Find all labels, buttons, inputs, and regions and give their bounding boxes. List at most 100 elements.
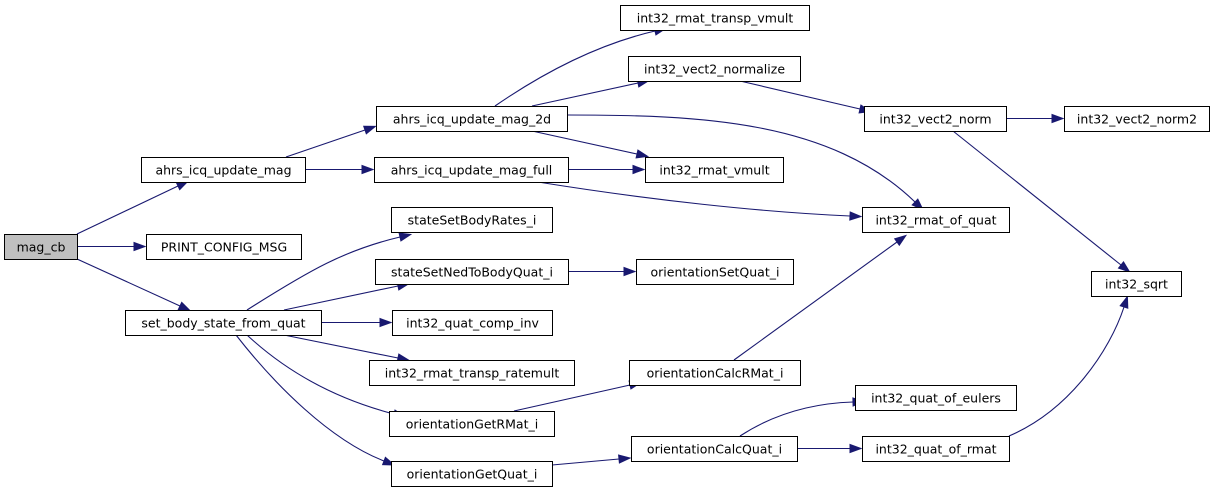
- edge-arrowhead: [1119, 295, 1129, 309]
- node-label: int32_vect2_normalize: [644, 62, 785, 77]
- node-label: int32_rmat_transp_ratemult: [385, 366, 560, 381]
- node-box: [389, 411, 555, 437]
- edge-mag_cb-to-print_config_msg: [77, 241, 147, 252]
- node-label: orientationCalcQuat_i: [647, 442, 782, 457]
- edge-orientationCalcQuat_i-to-int32_quat_of_rmat: [797, 443, 863, 454]
- edge-arrowhead: [1117, 261, 1131, 273]
- node-stateSetNedToBodyQuat_i[interactable]: stateSetNedToBodyQuat_i: [375, 259, 569, 285]
- node-mag_cb[interactable]: mag_cb: [4, 234, 78, 260]
- edge-line: [566, 114, 916, 203]
- edge-stateSetNedToBodyQuat_i-to-orientationSetQuat_i: [568, 266, 637, 277]
- edge-int32_vect2_normalize-to-int32_vect2_norm: [739, 80, 873, 114]
- node-int32_sqrt[interactable]: int32_sqrt: [1091, 271, 1182, 297]
- edge-orientationGetQuat_i-to-orientationCalcQuat_i: [551, 454, 632, 466]
- edge-set_body_state_from_quat-to-int32_quat_comp_inv: [321, 317, 393, 328]
- node-box: [645, 157, 784, 183]
- node-set_body_state_from_quat[interactable]: set_body_state_from_quat: [125, 310, 322, 336]
- edge-line: [531, 82, 639, 107]
- edge-arrowhead: [133, 241, 147, 252]
- node-int32_rmat_vmult[interactable]: int32_rmat_vmult: [645, 157, 784, 183]
- edge-arrowhead: [849, 443, 863, 454]
- node-print_config_msg[interactable]: PRINT_CONFIG_MSG: [146, 234, 302, 260]
- node-int32_vect2_norm2[interactable]: int32_vect2_norm2: [1064, 106, 1210, 132]
- edge-arrowhead: [635, 149, 650, 159]
- node-label: ahrs_icq_update_mag: [155, 163, 291, 178]
- node-box: [369, 360, 575, 386]
- edge-arrowhead: [1051, 113, 1065, 124]
- node-int32_rmat_of_quat[interactable]: int32_rmat_of_quat: [862, 207, 1010, 233]
- edge-ahrs_icq_update_mag_full-to-int32_rmat_vmult: [568, 164, 646, 175]
- node-ahrs_icq_update_mag_full[interactable]: ahrs_icq_update_mag_full: [374, 157, 569, 183]
- edge-arrowhead: [362, 125, 377, 135]
- node-int32_vect2_normalize[interactable]: int32_vect2_normalize: [628, 56, 801, 82]
- edge-arrowhead: [623, 266, 637, 277]
- edges-layer: [76, 26, 1131, 466]
- edge-arrowhead: [893, 234, 908, 247]
- node-int32_quat_comp_inv[interactable]: int32_quat_comp_inv: [392, 310, 553, 336]
- edge-int32_vect2_norm-to-int32_sqrt: [952, 130, 1131, 273]
- node-ahrs_icq_update_mag[interactable]: ahrs_icq_update_mag: [141, 157, 306, 183]
- node-box: [391, 207, 553, 233]
- edge-int32_quat_of_rmat-to-int32_sqrt: [1008, 295, 1129, 437]
- node-box: [375, 259, 569, 285]
- edge-line: [494, 30, 656, 107]
- node-box: [631, 436, 798, 462]
- node-int32_quat_of_eulers[interactable]: int32_quat_of_eulers: [855, 385, 1017, 411]
- node-orientationCalcQuat_i[interactable]: orientationCalcQuat_i: [631, 436, 798, 462]
- node-orientationCalcRMat_i[interactable]: orientationCalcRMat_i: [629, 360, 801, 386]
- edge-arrowhead: [177, 301, 192, 312]
- edge-arrowhead: [618, 454, 632, 464]
- edge-ahrs_icq_update_mag_2d-to-int32_vect2_normalize: [531, 78, 651, 107]
- edge-line: [76, 258, 181, 307]
- edge-orientationCalcQuat_i-to-int32_quat_of_eulers: [739, 397, 866, 437]
- node-int32_vect2_norm[interactable]: int32_vect2_norm: [864, 106, 1007, 132]
- node-label: mag_cb: [17, 240, 66, 255]
- node-label: stateSetNedToBodyQuat_i: [391, 265, 553, 280]
- edge-mag_cb-to-set_body_state_from_quat: [76, 258, 192, 312]
- node-box: [636, 259, 794, 285]
- node-label: int32_vect2_norm: [879, 112, 991, 127]
- node-box: [1064, 106, 1210, 132]
- node-box: [4, 234, 78, 260]
- edge-int32_vect2_norm-to-int32_vect2_norm2: [1006, 113, 1065, 124]
- node-label: int32_rmat_of_quat: [875, 213, 996, 228]
- node-int32_rmat_transp_ratemult[interactable]: int32_rmat_transp_ratemult: [369, 360, 575, 386]
- edge-line: [513, 384, 631, 412]
- node-label: int32_quat_comp_inv: [406, 316, 539, 331]
- node-box: [628, 56, 801, 82]
- node-box: [125, 310, 322, 336]
- edge-set_body_state_from_quat-to-stateSetBodyRates_i: [246, 232, 413, 311]
- edge-set_body_state_from_quat-to-orientationGetQuat_i: [235, 334, 396, 466]
- node-box: [392, 310, 553, 336]
- edge-set_body_state_from_quat-to-int32_rmat_transp_ratemult: [283, 334, 411, 363]
- node-box: [864, 106, 1007, 132]
- node-orientationGetRMat_i[interactable]: orientationGetRMat_i: [389, 411, 555, 437]
- node-box: [146, 234, 302, 260]
- edge-line: [1008, 306, 1125, 437]
- edge-line: [952, 130, 1122, 266]
- edge-line: [285, 129, 366, 158]
- edge-orientationCalcRMat_i-to-int32_rmat_of_quat: [733, 234, 908, 361]
- edge-line: [246, 334, 395, 415]
- node-box: [620, 5, 810, 31]
- edge-line: [537, 181, 851, 217]
- node-int32_quat_of_rmat[interactable]: int32_quat_of_rmat: [862, 436, 1010, 462]
- edge-line: [76, 185, 179, 235]
- node-box: [855, 385, 1017, 411]
- node-orientationSetQuat_i[interactable]: orientationSetQuat_i: [636, 259, 794, 285]
- edge-line: [733, 241, 898, 361]
- edge-line: [283, 334, 399, 359]
- edge-arrowhead: [361, 164, 375, 175]
- node-ahrs_icq_update_mag_2d[interactable]: ahrs_icq_update_mag_2d: [376, 106, 568, 132]
- edge-arrowhead: [398, 232, 413, 242]
- edge-arrowhead: [849, 211, 863, 221]
- node-label: orientationCalcRMat_i: [647, 366, 784, 381]
- node-orientationGetQuat_i[interactable]: orientationGetQuat_i: [391, 461, 553, 487]
- node-box: [376, 106, 568, 132]
- edge-line: [246, 236, 401, 311]
- node-label: stateSetBodyRates_i: [408, 213, 537, 228]
- node-label: int32_sqrt: [1105, 277, 1168, 292]
- edge-set_body_state_from_quat-to-stateSetNedToBodyQuat_i: [283, 281, 411, 311]
- node-stateSetBodyRates_i[interactable]: stateSetBodyRates_i: [391, 207, 553, 233]
- node-int32_rmat_transp_vmult[interactable]: int32_rmat_transp_vmult: [620, 5, 810, 31]
